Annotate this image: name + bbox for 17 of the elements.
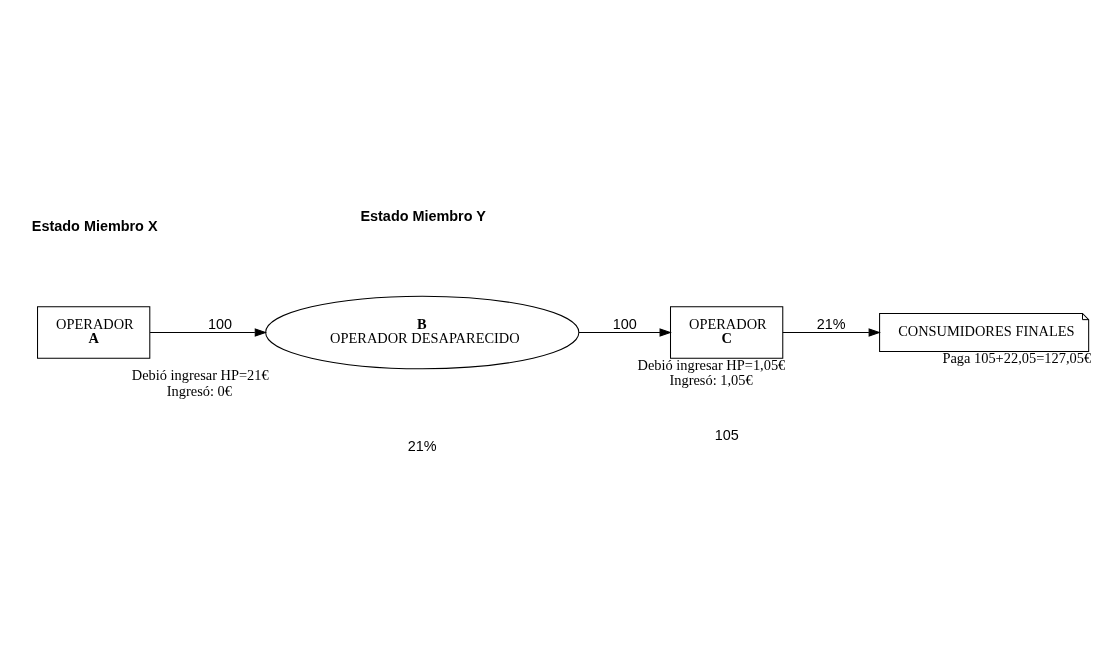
arrow — [782, 327, 881, 337]
node-label: Ingresó: 0€ — [166, 382, 233, 399]
label: 21% — [407, 437, 437, 454]
label: Estado Miembro X — [31, 217, 158, 234]
label: 105 — [714, 426, 739, 443]
arrow — [578, 327, 672, 337]
node-ellipse: B OPERADOR DESAPARECIDO — [265, 295, 580, 369]
node-label: Debió ingresar HP=1,05€ — [637, 356, 786, 373]
node-label: Paga 105+22,05=127,05€ — [942, 349, 1092, 366]
node-box: OPERADOR C — [670, 305, 784, 359]
edge-label: 100 — [207, 315, 233, 332]
edge-label: 21% — [816, 315, 846, 332]
node-label: Debió ingresar HP=21€ — [131, 366, 269, 383]
edge-label: 100 — [612, 315, 637, 332]
label: Estado Miembro Y — [360, 207, 486, 224]
node-box: OPERADOR A — [37, 305, 151, 359]
arrow — [149, 327, 268, 337]
